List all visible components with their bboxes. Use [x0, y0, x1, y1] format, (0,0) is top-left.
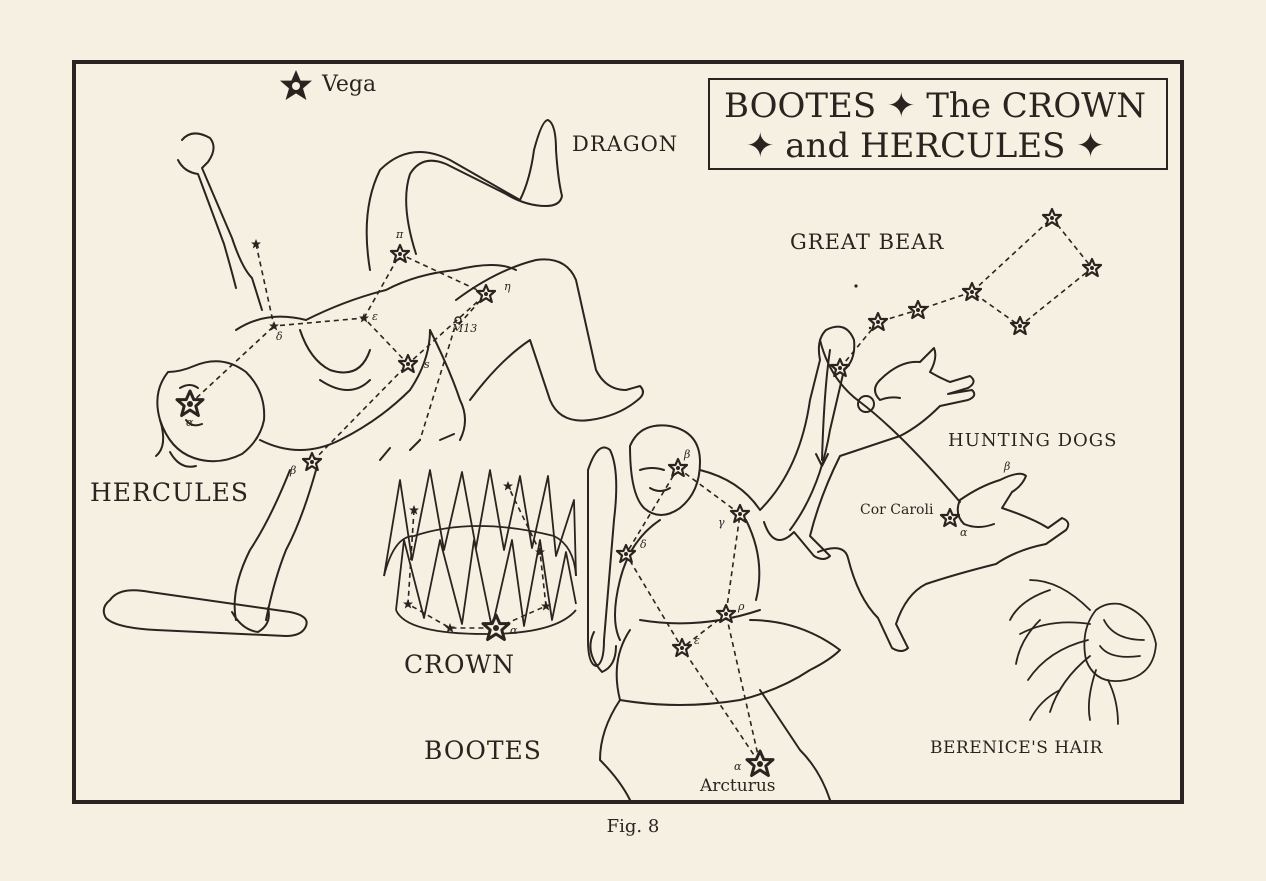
- berenices-hair-label: BERENICE'S HAIR: [930, 738, 1103, 758]
- greek-alpha-hercules: α: [186, 416, 194, 429]
- bootes-stars: [615, 457, 775, 777]
- figure-caption: Fig. 8: [606, 816, 660, 837]
- greek-beta-hercules: β: [290, 464, 297, 477]
- hercules-label: HERCULES: [90, 478, 250, 507]
- hercules-stars: [175, 239, 497, 472]
- chart-frame: [72, 60, 1184, 804]
- greek-gamma-bootes: γ: [718, 516, 725, 529]
- greek-beta-dogs: β: [1004, 460, 1011, 473]
- greek-delta-hercules: δ: [276, 330, 283, 343]
- crown-figure: [383, 469, 577, 635]
- cor-caroli-star: [939, 507, 961, 528]
- bootes-figure: [587, 325, 856, 801]
- greek-alpha-dogs: α: [960, 526, 968, 539]
- greek-beta-bootes: β: [684, 448, 691, 461]
- vega-label: Vega: [322, 72, 377, 97]
- arcturus-label: Arcturus: [700, 776, 776, 796]
- crown-label: CROWN: [404, 650, 516, 679]
- greek-alpha-bootes: α: [734, 760, 742, 773]
- greek-alpha-crown: α: [510, 624, 518, 637]
- cor-caroli-label: Cor Caroli: [860, 502, 934, 518]
- hunting-dogs-label: HUNTING DOGS: [948, 430, 1118, 451]
- greek-epsilon-bootes: ε: [694, 634, 700, 647]
- title-box: BOOTES ✦ The CROWN ✦ and HERCULES ✦: [708, 78, 1168, 170]
- title-line-1: BOOTES ✦ The CROWN: [724, 86, 1146, 126]
- berenices-hair-figure: [1009, 579, 1157, 725]
- greek-rho-bootes: ρ: [738, 600, 745, 613]
- great-bear-label: GREAT BEAR: [790, 230, 945, 254]
- vega-star: [280, 70, 312, 100]
- greek-eta-hercules: η: [504, 280, 511, 293]
- greek-zeta-hercules: s: [424, 358, 430, 371]
- dragon-label: DRAGON: [572, 132, 679, 156]
- hercules-figure: [102, 119, 644, 637]
- bootes-label: BOOTES: [424, 736, 542, 765]
- hunting-dogs-figure: [763, 339, 1070, 652]
- greek-epsilon-hercules: ε: [372, 310, 378, 323]
- bootes-lines: [625, 467, 761, 765]
- greek-pi: π: [396, 228, 404, 241]
- m13-label: M13: [452, 322, 478, 335]
- title-line-2: ✦ and HERCULES ✦: [746, 126, 1105, 166]
- greek-delta-bootes: δ: [640, 538, 647, 551]
